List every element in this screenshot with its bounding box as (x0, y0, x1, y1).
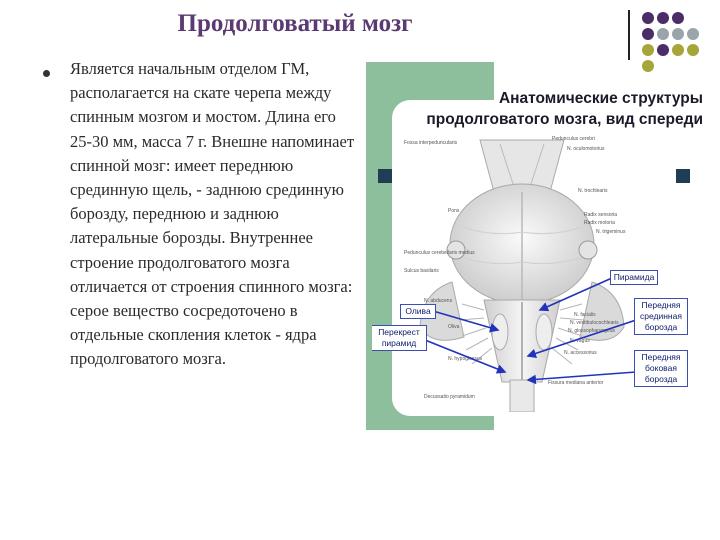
latin-pons: Pons (448, 208, 460, 214)
latin-oliva: Oliva (448, 324, 460, 330)
latin-n-accessorius: N. accessorius (564, 350, 597, 356)
latin-sulcus-basilaris: Sulcus basilaris (404, 268, 439, 274)
decorative-dots-icon (640, 10, 716, 72)
latin-n-hypoglossus: N. hypoglossus (448, 356, 483, 362)
latin-n-abducens: N. abducens (424, 298, 453, 304)
latin-n-oculomotorius: N. oculomotorius (567, 146, 605, 152)
latin-radix-mot: Radix motoria (584, 220, 615, 226)
brainstem-illustration: Fossa interpeduncularis Pedunculus cereb… (404, 136, 626, 412)
latin-radix-sens: Radix sensoria (584, 212, 617, 218)
olive-right (535, 313, 553, 351)
latin-ped-cerebri: Pedunculus cerebri (552, 136, 595, 142)
latin-ped-cerebellaris: Pedunculus cerebellaris medius (404, 250, 475, 256)
label-pyramid: Пирамида (610, 270, 658, 285)
latin-n-facialis: N. facialis (574, 312, 596, 318)
slide-title: Продолговатый мозг (177, 10, 413, 37)
latin-n-vestibulo: N. vestibulocochlearis (570, 320, 619, 326)
bullet-dot-icon (43, 70, 50, 77)
title-divider (628, 10, 630, 60)
latin-decussatio: Decussatio pyramidum (424, 394, 475, 400)
figure-title: Анатомические структуры продолговатого м… (403, 88, 703, 130)
label-anterior-median: Передняя срединная борозда (634, 298, 688, 335)
olive-left (491, 313, 509, 351)
body-paragraph: Является начальным отделом ГМ, располага… (70, 59, 355, 369)
figure-title-line2: продолговатого мозга, вид спереди (426, 111, 703, 128)
label-olive: Олива (400, 304, 436, 319)
label-anterior-lateral: Передняя боковая борозда (634, 350, 688, 387)
figure-tab-right (676, 169, 690, 183)
latin-n-trochlearis: N. trochlearis (578, 188, 608, 194)
figure-tab-left (378, 169, 392, 183)
label-pyramid-cross: Перекрест пирамид (372, 325, 427, 351)
latin-n-glosso: N. glossopharyngeus (568, 328, 615, 334)
latin-fissura: Fissura mediana anterior (548, 380, 604, 386)
latin-fossa: Fossa interpeduncularis (404, 140, 458, 146)
latin-n-vagus: N. vagus (570, 338, 590, 344)
figure-title-line1: Анатомические структуры (498, 90, 703, 107)
latin-n-trigeminus: N. trigeminus (596, 229, 626, 235)
spinal-cord (509, 379, 535, 412)
